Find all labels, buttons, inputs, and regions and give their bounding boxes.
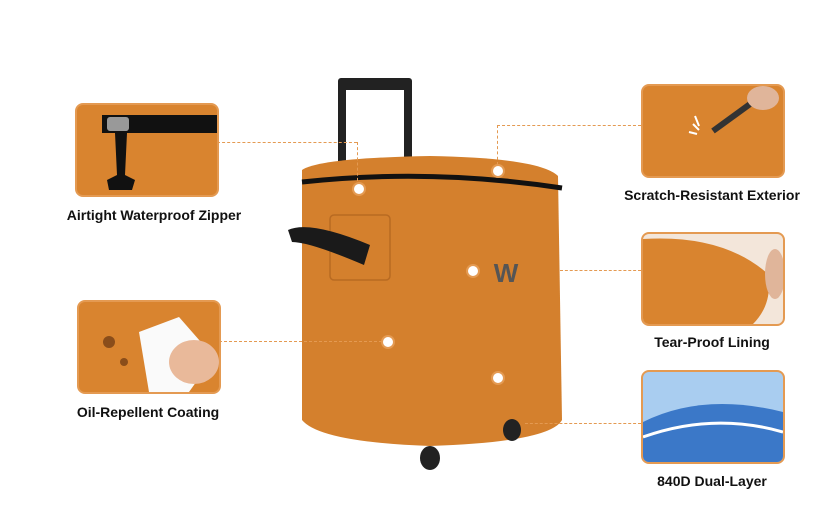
connector-scratch-v	[497, 125, 498, 165]
dual-layer-detail-image	[641, 370, 785, 464]
hotspot-oil[interactable]	[381, 335, 395, 349]
feature-label: Scratch-Resistant Exterior	[624, 187, 800, 203]
tear-proof-detail-image	[641, 232, 785, 326]
oil-repellent-detail-image	[77, 300, 221, 394]
feature-label: Airtight Waterproof Zipper	[66, 207, 242, 223]
scratch-detail-image	[641, 84, 785, 178]
connector-840d	[525, 423, 641, 424]
feature-label: Tear-Proof Lining	[654, 334, 770, 350]
connector-scratch	[497, 125, 641, 126]
hotspot-zipper[interactable]	[352, 182, 366, 196]
connector-tear	[560, 270, 641, 271]
hotspot-840d[interactable]	[491, 371, 505, 385]
svg-text:W: W	[494, 258, 519, 288]
connector-zipper	[217, 142, 357, 143]
hotspot-tear[interactable]	[466, 264, 480, 278]
zipper-detail-image	[75, 103, 219, 197]
connector-zipper-v	[357, 142, 358, 186]
feature-label: 840D Dual-Layer	[657, 473, 767, 489]
feature-label: Oil-Repellent Coating	[76, 404, 220, 420]
connector-oil	[219, 341, 382, 342]
rolling-cooler-product: W	[280, 70, 580, 480]
hotspot-scratch[interactable]	[491, 164, 505, 178]
